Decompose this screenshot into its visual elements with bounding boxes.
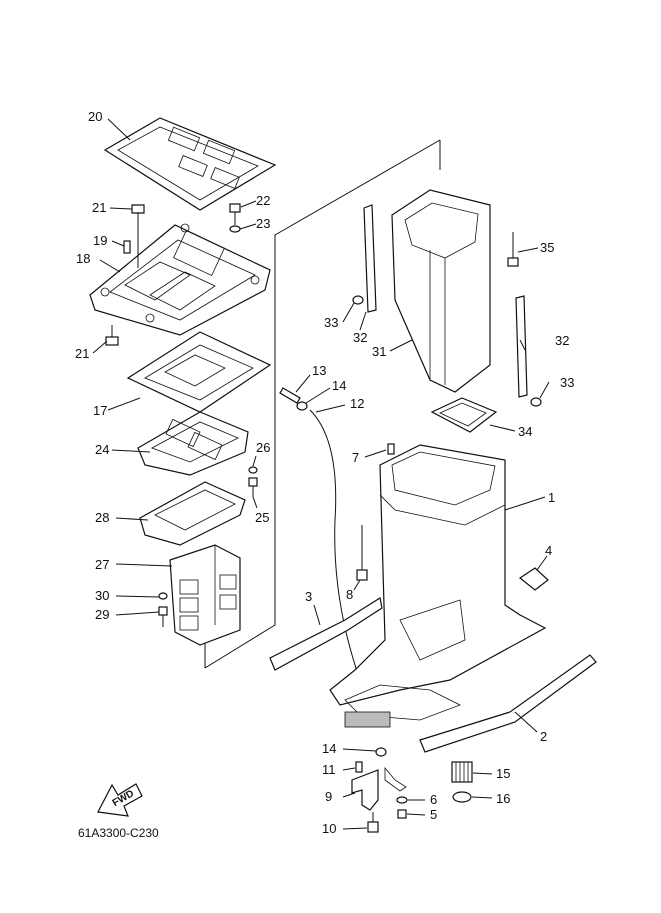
label-32-right: 32: [555, 333, 569, 348]
label-19: 19: [93, 233, 107, 248]
label-32-left: 32: [353, 330, 367, 345]
label-11: 11: [322, 762, 336, 777]
label-7: 7: [352, 450, 359, 465]
part-12-hose: [309, 409, 361, 681]
label-26: 26: [256, 440, 270, 455]
part-number-labels: 20 21 19 18 21 17 24 28 27 30 29 22 23 2…: [75, 109, 574, 836]
part-5-bolt: [397, 809, 407, 819]
part-1-upper-casing: [329, 444, 547, 728]
part-13-plug: [279, 387, 301, 404]
label-3: 3: [305, 589, 312, 604]
label-13: 13: [312, 363, 326, 378]
part-26-washer: [248, 466, 258, 474]
part-14-clip: [296, 401, 308, 411]
label-21-top: 21: [92, 200, 106, 215]
label-4: 4: [545, 543, 552, 558]
fwd-arrow-icon: FWD: [97, 783, 143, 817]
part-30-washer: [158, 592, 168, 600]
part-33-nut-left: [352, 295, 364, 305]
part-34-seal: [430, 397, 498, 433]
part-21-bolt-bottom: [105, 325, 119, 346]
label-28: 28: [95, 510, 109, 525]
part-17-gasket: [126, 331, 272, 413]
label-23: 23: [256, 216, 270, 231]
label-17: 17: [93, 403, 107, 418]
label-35: 35: [540, 240, 554, 255]
part-14-clip-lower: [375, 747, 387, 757]
part-3-plate: [269, 597, 383, 671]
label-15: 15: [496, 766, 510, 781]
part-25-bolt: [248, 477, 258, 497]
part-2-plate: [419, 654, 597, 753]
part-23-washer: [229, 225, 241, 233]
label-24: 24: [95, 442, 109, 457]
part-11-pin: [355, 761, 363, 773]
label-18: 18: [76, 251, 90, 266]
part-28-gasket: [139, 481, 246, 546]
label-27: 27: [95, 557, 109, 572]
label-33-right: 33: [560, 375, 574, 390]
label-16: 16: [496, 791, 510, 806]
part-21-bolt-top: [131, 204, 145, 268]
part-4-clip: [518, 567, 549, 591]
label-8: 8: [346, 587, 353, 602]
label-20: 20: [88, 109, 102, 124]
part-22-bolt: [229, 203, 241, 225]
part-24-plate: [137, 411, 249, 476]
label-14-top: 14: [332, 378, 346, 393]
label-31: 31: [372, 344, 386, 359]
part-6-washer: [396, 796, 408, 804]
label-10: 10: [322, 821, 336, 836]
part-20-gasket: [103, 117, 277, 211]
group-bracket: [204, 139, 441, 669]
label-12: 12: [350, 396, 364, 411]
part-15-grommet: [451, 761, 473, 783]
part-35-bolt: [507, 232, 519, 267]
label-21-bottom: 21: [75, 346, 89, 361]
label-6: 6: [430, 792, 437, 807]
diagram-code: 61A3300-C230: [78, 826, 159, 840]
label-29: 29: [95, 607, 109, 622]
label-33-left: 33: [324, 315, 338, 330]
part-27-block: [169, 544, 241, 646]
part-16-ring: [452, 791, 472, 803]
part-7-pin: [387, 443, 395, 455]
part-32-seal-right: [515, 295, 528, 398]
label-25: 25: [255, 510, 269, 525]
label-14-bottom: 14: [322, 741, 336, 756]
part-32-seal-left: [363, 204, 377, 313]
label-22: 22: [256, 193, 270, 208]
label-5: 5: [430, 807, 437, 822]
label-2: 2: [540, 729, 547, 744]
part-9-bracket: [351, 769, 379, 811]
part-31-exhaust-guide: [391, 189, 491, 393]
part-33-nut-right: [530, 397, 542, 407]
label-1: 1: [548, 490, 555, 505]
leader-lines: [92, 118, 550, 830]
part-8-bolt: [356, 525, 368, 581]
label-9: 9: [325, 789, 332, 804]
part-10-bolt: [367, 812, 379, 833]
label-34: 34: [518, 424, 532, 439]
part-18-plate: [89, 223, 271, 336]
part-29-bolt: [158, 606, 168, 627]
label-30: 30: [95, 588, 109, 603]
part-19-dowel: [123, 240, 131, 254]
